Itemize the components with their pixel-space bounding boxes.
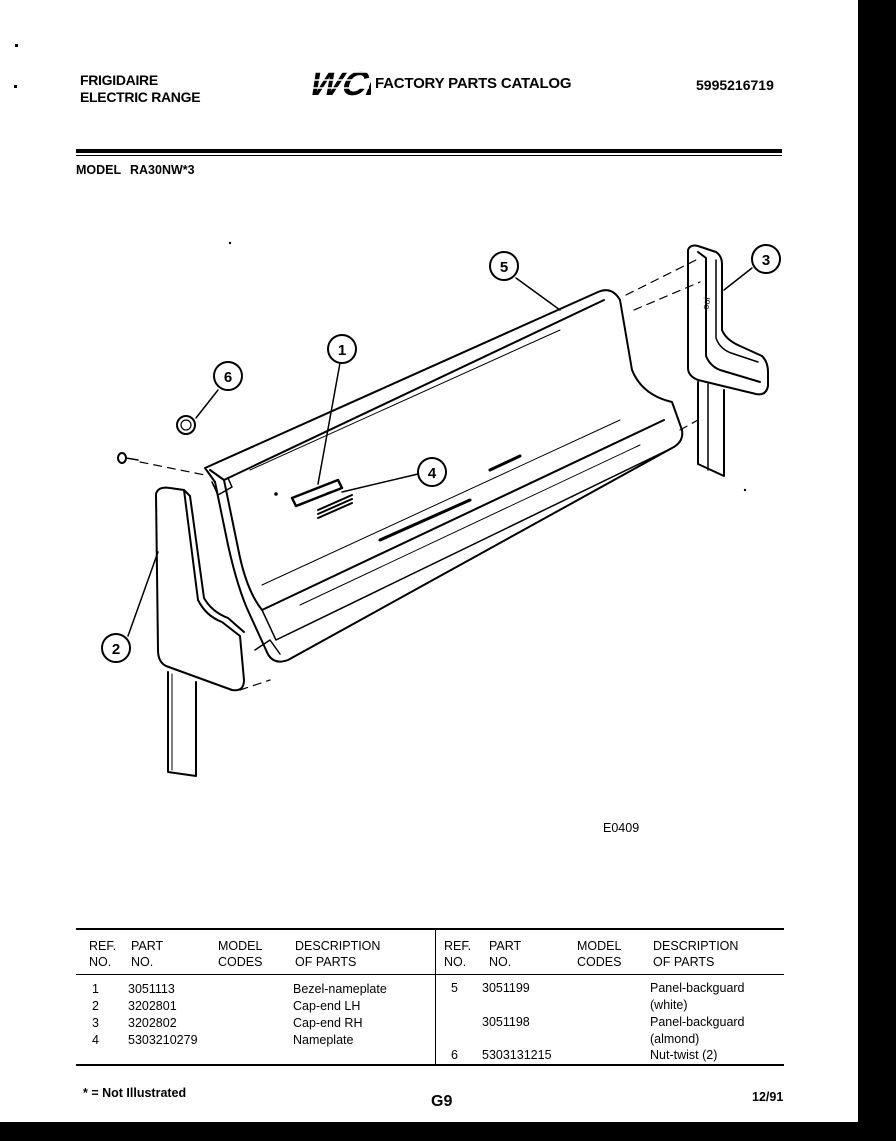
page-code: G9 <box>431 1093 453 1110</box>
part-description: Cap-end RH <box>293 1016 363 1030</box>
table-divider <box>435 928 436 1066</box>
callout-5: 5 <box>489 251 519 281</box>
svg-text:4: 4 <box>428 465 437 482</box>
panel-backguard-part <box>204 289 684 663</box>
part-description-note: (almond) <box>650 1032 700 1046</box>
part-description: Nameplate <box>293 1033 354 1047</box>
scan-mark <box>14 85 17 88</box>
leader-lines <box>127 267 753 637</box>
nameplate-part <box>290 478 353 519</box>
svg-text:ooi: ooi <box>700 297 712 311</box>
table-bottom-rule <box>76 1064 784 1066</box>
wci-logo-graphic: WCI <box>307 65 382 103</box>
not-illustrated-note: * = Not Illustrated <box>83 1086 187 1100</box>
brand-line-1: FRIGIDAIRE <box>80 72 158 88</box>
part-description: Panel-backguard <box>650 981 745 995</box>
model-label: MODEL <box>76 163 122 177</box>
part-description: Bezel-nameplate <box>293 982 387 996</box>
revision-date: 12/91 <box>752 1090 784 1104</box>
part-no: 5303210279 <box>128 1033 198 1047</box>
ref-no: 2 <box>92 999 99 1013</box>
cap-end-lh-part <box>155 486 245 777</box>
wci-logo: WCI <box>307 64 382 103</box>
svg-text:3: 3 <box>762 252 770 269</box>
ref-no: 6 <box>451 1048 458 1062</box>
catalog-number: 5995216719 <box>696 77 774 93</box>
table-top-rule <box>76 928 784 930</box>
brand-line-2: ELECTRIC RANGE <box>80 89 201 105</box>
left-ref-header: REF.NO. <box>89 939 117 969</box>
part-description: Cap-end LH <box>293 999 361 1013</box>
ref-no: 4 <box>92 1033 99 1047</box>
part-no: 3051113 <box>128 982 175 996</box>
catalog-title: FACTORY PARTS CATALOG <box>375 75 572 92</box>
callout-6: 6 <box>213 361 243 391</box>
callout-4: 4 <box>417 457 447 487</box>
header-rule-thin <box>76 155 782 156</box>
part-description-note: (white) <box>650 998 688 1012</box>
svg-text:2: 2 <box>112 641 120 658</box>
ref-no: 3 <box>92 1016 99 1030</box>
part-description: Nut-twist (2) <box>650 1048 718 1062</box>
svg-text:1: 1 <box>338 342 346 359</box>
callout-1: 1 <box>327 334 357 364</box>
cap-end-rh-part: ooi <box>687 244 769 477</box>
alignment-lines <box>139 257 701 691</box>
callout-2: 2 <box>101 633 131 663</box>
nut-twist-part <box>176 415 196 435</box>
right-ref-header: REF.NO. <box>444 939 472 969</box>
ref-no: 1 <box>92 982 99 996</box>
svg-text:5: 5 <box>500 259 508 276</box>
model-value: RA30NW*3 <box>130 163 195 177</box>
exploded-parts-diagram: ooi <box>101 241 781 777</box>
ref-no: 5 <box>451 981 458 995</box>
callout-3: 3 <box>751 244 781 274</box>
part-description: Panel-backguard <box>650 1015 745 1029</box>
screw-part <box>117 452 139 464</box>
scan-mark <box>15 44 18 47</box>
catalog-page: FRIGIDAIRE ELECTRIC RANGE WCI FACTORY PA… <box>0 0 858 1122</box>
table-header-rule <box>76 974 784 975</box>
part-no: 3202801 <box>128 999 177 1013</box>
figure-code: E0409 <box>603 821 640 835</box>
part-no: 3051198 <box>482 1015 530 1029</box>
part-no: 3051199 <box>482 981 530 995</box>
part-no: 5303131215 <box>482 1048 552 1062</box>
svg-text:6: 6 <box>224 369 232 386</box>
header-rule-thick <box>76 149 782 153</box>
part-no: 3202802 <box>128 1016 177 1030</box>
